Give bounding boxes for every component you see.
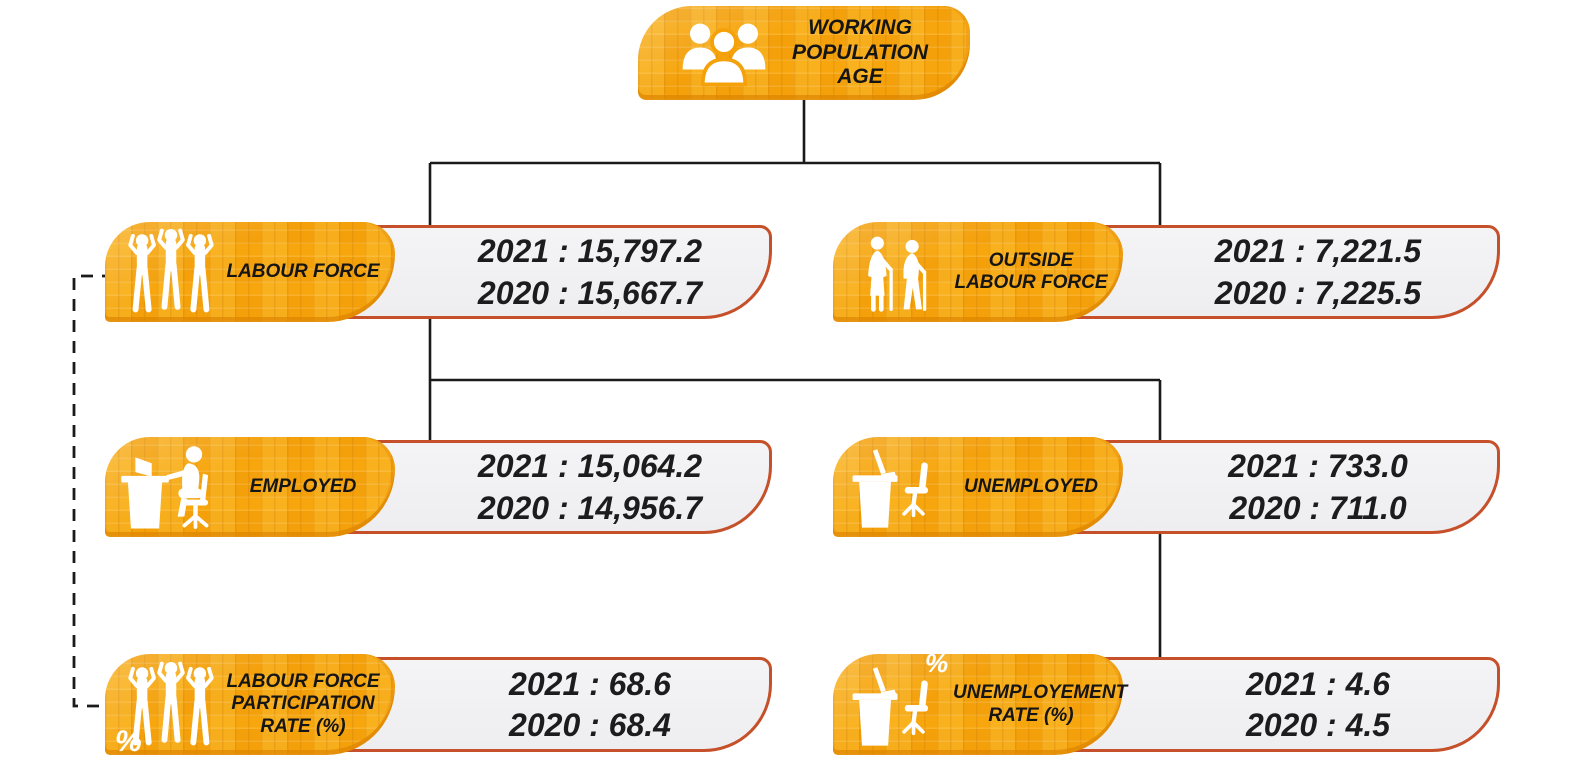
value-2021: 2021 : 4.6 [1245, 665, 1391, 702]
node-label: UNEMPLOYEMENT RATE (%) [953, 682, 1128, 726]
empty-desk-percent-icon: % [847, 648, 951, 750]
node-labour-force-participation-rate: 2021 : 68.6 2020 : 68.4 [105, 654, 775, 758]
node-badge: UNEMPLOYED [833, 437, 1123, 537]
empty-desk-icon [847, 442, 951, 532]
value-lines: 2021 : 7,221.5 2020 : 7,225.5 [1153, 222, 1483, 322]
value-panel [1063, 225, 1500, 319]
node-label: LABOUR FORCE PARTICIPATION RATE (%) [226, 670, 380, 737]
person-at-desk-icon [119, 441, 223, 533]
elderly-couple-icon [847, 230, 951, 314]
value-2020: 2020 : 711.0 [1229, 489, 1407, 526]
value-2021: 2021 : 15,064.2 [477, 448, 703, 485]
value-2020: 2020 : 7,225.5 [1214, 274, 1422, 311]
value-lines: 2021 : 15,797.2 2020 : 15,667.7 [425, 222, 755, 322]
node-badge: % UNEMPLOYEMENT RATE (%) [833, 648, 1128, 755]
value-lines: 2021 : 4.6 2020 : 4.5 [1153, 654, 1483, 755]
value-lines: 2021 : 15,064.2 2020 : 14,956.7 [425, 437, 755, 537]
people-group-icon [674, 17, 774, 89]
value-2020: 2020 : 68.4 [509, 707, 671, 743]
node-working-population-age: WORKING POPULATION AGE [638, 6, 970, 100]
node-badge: OUTSIDE LABOUR FORCE [833, 222, 1123, 322]
value-panel [335, 440, 772, 534]
value-2020: 2020 : 14,956.7 [477, 489, 703, 526]
value-2021: 2021 : 68.6 [509, 665, 671, 702]
value-2021: 2021 : 7,221.5 [1214, 233, 1422, 270]
connector-top-to-branch [428, 96, 1162, 232]
value-2020: 2020 : 4.5 [1245, 707, 1391, 743]
value-panel [1063, 440, 1500, 534]
node-label: EMPLOYED [249, 475, 357, 497]
value-2020: 2020 : 15,667.7 [477, 274, 703, 311]
value-lines: 2021 : 68.6 2020 : 68.4 [425, 654, 755, 755]
value-2021: 2021 : 733.0 [1228, 448, 1408, 485]
node-badge: WORKING POPULATION AGE [638, 6, 970, 100]
node-badge: LABOUR FORCE [105, 222, 395, 322]
node-label: WORKING POPULATION AGE [791, 15, 929, 89]
percent-symbol: % [115, 724, 142, 758]
node-label: UNEMPLOYED [963, 475, 1099, 497]
node-unemployment-rate: 2021 : 4.6 2020 : 4.5 % [833, 648, 1503, 755]
node-labour-force: 2021 : 15,797.2 2020 : 15,667.7 [105, 222, 775, 322]
node-unemployed: 2021 : 733.0 2020 : 711.0 [833, 437, 1503, 537]
node-badge: EMPLOYED [105, 437, 395, 537]
connector-labourforce-to-branch [428, 318, 1162, 447]
value-panel [335, 657, 772, 752]
node-badge: % LABOUR FORCE PARTICIPATION RATE (%) [105, 654, 395, 758]
labour-force-people-icon [119, 228, 223, 316]
labour-force-people-percent-icon: % [115, 661, 223, 758]
value-lines: 2021 : 733.0 2020 : 711.0 [1153, 437, 1483, 537]
value-2021: 2021 : 15,797.2 [477, 233, 703, 270]
node-label: OUTSIDE LABOUR FORCE [954, 249, 1108, 293]
node-label: LABOUR FORCE [226, 260, 380, 282]
node-outside-labour-force: 2021 : 7,221.5 2020 : 7,225.5 [833, 222, 1503, 322]
percent-symbol: % [925, 647, 949, 678]
node-employed: 2021 : 15,064.2 2020 : 14,956.7 [105, 437, 775, 537]
connector-dashed-lfpr [72, 274, 114, 708]
